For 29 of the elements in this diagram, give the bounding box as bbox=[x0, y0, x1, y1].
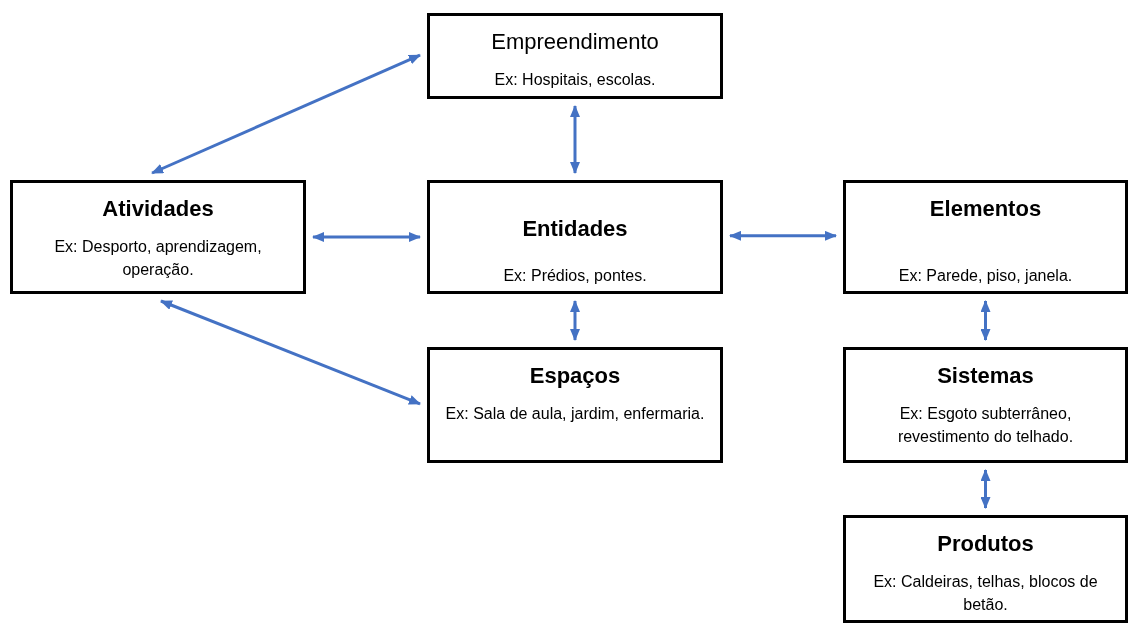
box-heading: Atividades bbox=[102, 195, 214, 223]
double-arrow bbox=[151, 53, 421, 175]
concept-box bbox=[427, 180, 723, 294]
concept-box bbox=[427, 347, 723, 463]
example-text: Ex: Desporto, aprendizagem, operação. bbox=[53, 236, 263, 280]
concept-box bbox=[10, 180, 306, 294]
concept-box bbox=[427, 13, 723, 99]
double-arrow bbox=[312, 232, 421, 242]
box-heading: Empreendimento bbox=[491, 28, 659, 56]
box-heading: Espaços bbox=[529, 362, 621, 390]
example-text: Ex: Sala de aula, jardim, enfermaria. bbox=[445, 403, 705, 424]
double-arrow bbox=[980, 469, 991, 509]
box-heading: Entidades bbox=[522, 215, 628, 243]
box-heading: Elementos bbox=[929, 195, 1042, 223]
double-arrow bbox=[570, 300, 580, 341]
example-text: Ex: Esgoto subterrâneo, revestimento do telhado. bbox=[896, 403, 1075, 447]
example-text: Ex: Parede, piso, janela. bbox=[898, 265, 1073, 286]
concept-box bbox=[843, 347, 1128, 463]
example-text: Ex: Prédios, pontes. bbox=[503, 265, 647, 286]
double-arrow bbox=[729, 230, 837, 241]
box-heading: Sistemas bbox=[937, 362, 1034, 390]
double-arrow bbox=[570, 105, 580, 174]
double-arrow bbox=[980, 300, 991, 341]
concept-box bbox=[843, 515, 1128, 623]
example-text: Ex: Hospitais, escolas. bbox=[494, 69, 656, 90]
box-heading: Produtos bbox=[937, 530, 1034, 558]
concept-box bbox=[843, 180, 1128, 294]
double-arrow bbox=[160, 299, 421, 406]
example-text: Ex: Caldeiras, telhas, blocos de betão. bbox=[872, 571, 1099, 615]
